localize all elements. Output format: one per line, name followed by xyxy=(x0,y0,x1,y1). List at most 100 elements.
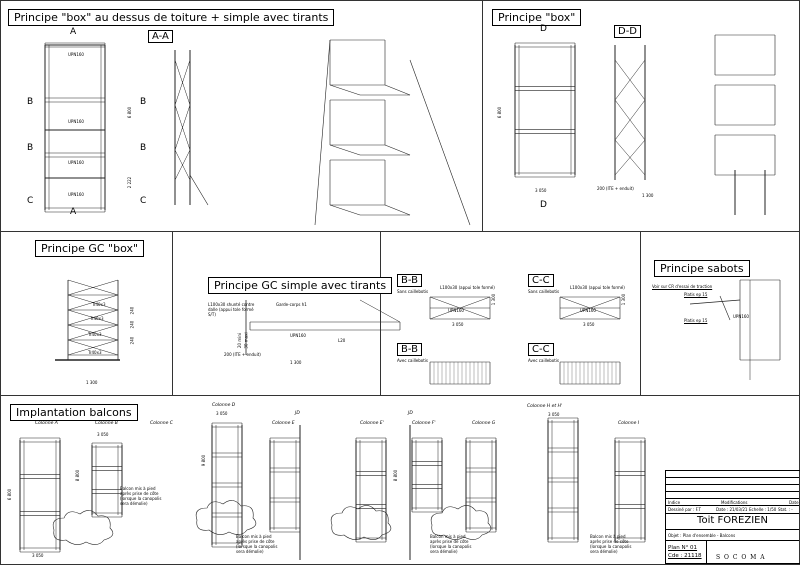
dim: 200 (ITE + enduit) xyxy=(597,186,634,191)
dim: 3 050 xyxy=(548,412,560,417)
label: Voir sur CR d'essai de traction xyxy=(652,284,713,289)
divider xyxy=(706,540,707,563)
dim: 200 (ITE + enduit) xyxy=(224,352,261,357)
marker-d: D xyxy=(540,200,547,210)
iso xyxy=(384,144,411,156)
column-label: Colonne E' xyxy=(360,421,384,426)
brace xyxy=(174,59,191,106)
label: Tr40x3 xyxy=(88,332,102,337)
plan-number: Plan N° 01 xyxy=(668,545,698,551)
column-label: Colonne G xyxy=(472,421,496,426)
marker-a: A xyxy=(70,207,77,217)
note: Balcon mis à pied après prise de côte (l… xyxy=(236,534,278,554)
object: Objet : Plan d'ensemble - Balcons xyxy=(668,533,736,538)
demolition-cloud xyxy=(195,500,257,535)
label: UPN160 xyxy=(68,52,84,57)
column-label: Colonne I xyxy=(618,421,640,426)
dim: 1 300 xyxy=(621,293,627,306)
iso xyxy=(384,84,411,96)
label: Sans caillebotis xyxy=(397,289,429,294)
dim: 3 050 xyxy=(32,553,44,558)
iso xyxy=(384,204,411,216)
project-title: Toit FOREZIEN xyxy=(697,515,768,526)
divider xyxy=(666,513,799,514)
dim: 6 800 xyxy=(497,106,503,119)
dim: 30 maxi xyxy=(243,332,249,349)
marker-b: B xyxy=(140,97,147,107)
brace xyxy=(67,339,119,356)
dim: 8 800 xyxy=(393,469,399,482)
modifications-header: Modifications xyxy=(721,500,748,505)
label: L100x30 shunté contre dalle (appui tole … xyxy=(208,302,255,317)
iso xyxy=(329,84,361,96)
panel-sections xyxy=(380,231,641,396)
title-box: Principe "box" xyxy=(492,9,582,26)
marker-c: C xyxy=(27,196,34,206)
iso xyxy=(329,204,361,216)
dim: 3 050 xyxy=(97,432,109,437)
column-label: Colonne A xyxy=(35,421,58,426)
dim: 8 800 xyxy=(75,469,81,482)
iso xyxy=(329,144,361,156)
tie-rod xyxy=(189,174,209,206)
marker-a: A xyxy=(70,27,77,37)
title-box-toiture: Principe "box" au dessus de toiture + si… xyxy=(8,9,335,26)
section-b-b: B-B xyxy=(397,274,422,287)
marker-c: C xyxy=(140,196,147,206)
dim: 240 xyxy=(129,336,135,345)
label: Tr40x3 xyxy=(92,302,106,307)
column-label: Colonne H et H' xyxy=(527,404,563,409)
plate xyxy=(719,295,731,321)
demolition-cloud xyxy=(330,505,392,540)
section-d-d: D-D xyxy=(614,25,642,38)
tie-rod xyxy=(409,59,471,226)
brace xyxy=(614,139,646,176)
column-label: Colonne C xyxy=(150,421,173,426)
label: UPN160 xyxy=(733,314,749,319)
demolition-cloud xyxy=(52,510,114,545)
dim: 240 xyxy=(129,306,135,315)
label: Sans caillebotis xyxy=(528,289,560,294)
section-a-a: A-A xyxy=(148,30,173,43)
marker-b: B xyxy=(27,143,34,153)
label: Avec caillebotis xyxy=(528,358,559,363)
label: UPN160 xyxy=(448,308,464,313)
jd-label: JD xyxy=(408,411,413,416)
scale: Echelle : 1/50 xyxy=(749,507,777,512)
divider xyxy=(666,505,799,506)
title-implantation: Implantation balcons xyxy=(10,404,138,421)
brace xyxy=(614,99,646,141)
title-block: Indice Modifications Date Dessiné par : … xyxy=(665,470,800,564)
title-gc-simple: Principe GC simple avec tirants xyxy=(208,277,393,294)
order-number: Cde : 21118 xyxy=(668,553,702,559)
demolition-cloud xyxy=(430,505,492,540)
marker-b: B xyxy=(27,97,34,107)
wall xyxy=(314,39,331,226)
dim: 9 800 xyxy=(201,454,207,467)
company-logo: S O C O M A xyxy=(716,554,766,561)
panel-sabots xyxy=(640,231,800,396)
column-label: Colonne D xyxy=(212,403,236,408)
brace xyxy=(67,309,119,326)
dim: 3 050 xyxy=(583,322,595,327)
section-b-b: B-B xyxy=(397,343,422,356)
label: L100x30 (appui tole formé) xyxy=(440,285,495,290)
note: Balcon mis à pied après prise de côte (l… xyxy=(590,534,632,554)
label: UPN160 xyxy=(580,308,596,313)
brace xyxy=(614,59,646,101)
dim: 240 xyxy=(129,320,135,329)
label: L20 xyxy=(338,338,346,343)
dim: 3 050 xyxy=(216,411,228,416)
dim: 1 300 xyxy=(642,193,654,198)
section-c-c: C-C xyxy=(528,274,554,287)
brace xyxy=(67,294,119,311)
label: UPN160 xyxy=(290,333,306,338)
dim: 20 mini xyxy=(237,332,243,349)
section-c-c: C-C xyxy=(528,343,554,356)
label: Tr40x3 xyxy=(88,350,102,355)
dim: 3 050 xyxy=(452,322,464,327)
brace xyxy=(174,104,191,151)
revision-rows xyxy=(666,471,799,499)
